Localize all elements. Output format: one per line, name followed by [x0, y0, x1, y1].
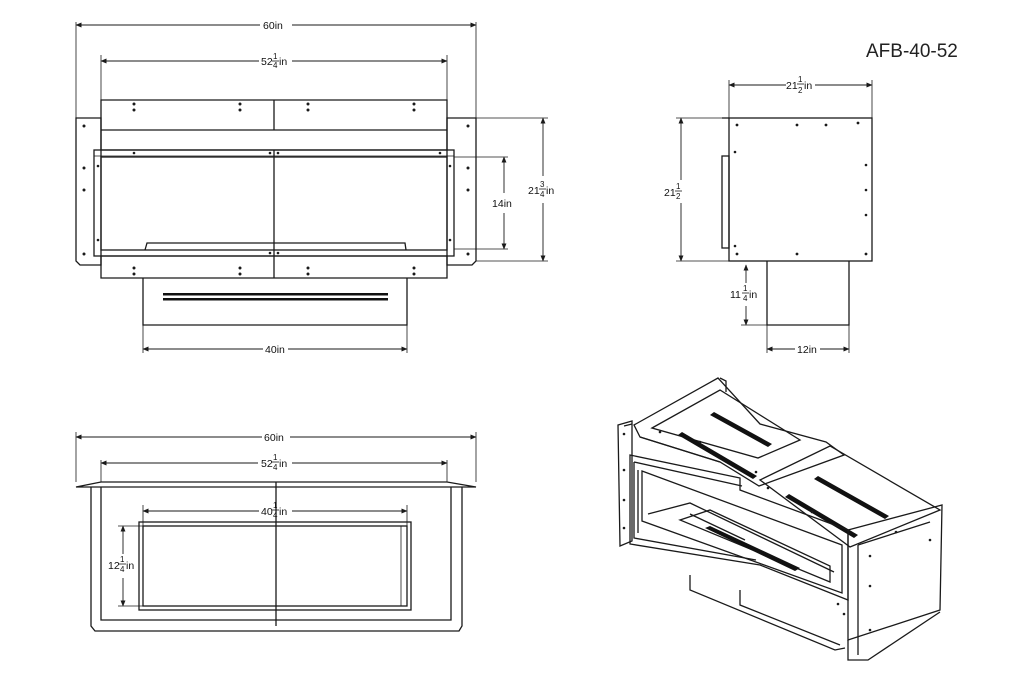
dim-top-52: 52 1 4 in	[100, 453, 448, 472]
svg-text:3: 3	[540, 180, 545, 189]
svg-text:4: 4	[273, 61, 278, 70]
front-screws	[82, 102, 470, 276]
dim-side-box-depth: 12in	[766, 325, 850, 356]
svg-text:11: 11	[730, 289, 741, 301]
svg-text:1: 1	[273, 501, 278, 510]
dim-front-21-3-4: 21 3 4 in	[476, 117, 554, 262]
svg-text:1: 1	[798, 75, 803, 84]
svg-text:in: in	[279, 56, 287, 68]
svg-text:4: 4	[273, 463, 278, 472]
svg-text:1: 1	[676, 182, 681, 191]
svg-text:21: 21	[664, 187, 676, 199]
svg-text:4: 4	[120, 565, 125, 574]
dim-top-12: 12 1 4 in	[108, 525, 143, 607]
dim-front-60: 60in	[75, 20, 477, 32]
svg-text:4: 4	[540, 190, 545, 199]
svg-text:21: 21	[786, 80, 798, 92]
dim-top-60: 60in	[75, 432, 477, 444]
svg-text:in: in	[279, 506, 287, 518]
svg-text:12in: 12in	[797, 344, 817, 356]
svg-text:4: 4	[273, 511, 278, 520]
svg-text:1: 1	[273, 52, 278, 61]
svg-text:in: in	[126, 560, 134, 572]
isometric-view	[617, 377, 943, 661]
svg-text:in: in	[546, 185, 554, 197]
model-title: AFB-40-52	[866, 41, 958, 62]
svg-text:52: 52	[261, 458, 273, 470]
svg-text:1: 1	[743, 284, 748, 293]
dim-front-14: 14in	[454, 156, 512, 250]
svg-text:52: 52	[261, 56, 273, 68]
svg-text:60in: 60in	[264, 432, 284, 444]
dim-side-height: 21 1 2	[664, 117, 729, 262]
svg-text:12: 12	[108, 560, 120, 572]
dim-front-52: 52 1 4 in	[100, 52, 448, 70]
svg-text:in: in	[279, 458, 287, 470]
svg-text:60in: 60in	[263, 20, 283, 32]
svg-text:2: 2	[798, 86, 803, 95]
side-view: 21 1 2 in 21 1 2 11 1 4 in	[664, 75, 873, 356]
iso-screws	[622, 430, 932, 632]
svg-text:40in: 40in	[265, 344, 285, 356]
dim-side-box-height: 11 1 4 in	[730, 260, 767, 326]
svg-text:2: 2	[676, 192, 681, 201]
svg-text:4: 4	[743, 294, 748, 303]
vent-grille	[163, 293, 388, 301]
dim-top-40: 40 1 4 in	[142, 501, 408, 526]
svg-text:in: in	[804, 80, 812, 92]
svg-text:40: 40	[261, 506, 273, 518]
dim-front-40: 40in	[142, 325, 408, 356]
svg-text:21: 21	[528, 185, 540, 197]
svg-text:14in: 14in	[492, 198, 512, 210]
front-view: 60in 52 1 4 in 21 3 4 in	[75, 20, 554, 356]
dim-side-depth: 21 1 2 in	[728, 75, 873, 95]
svg-text:1: 1	[273, 453, 278, 462]
side-screws	[733, 121, 868, 256]
svg-text:in: in	[749, 289, 757, 301]
svg-text:1: 1	[120, 555, 125, 564]
top-view: 60in 52 1 4 in 40 1 4 in	[75, 432, 477, 632]
